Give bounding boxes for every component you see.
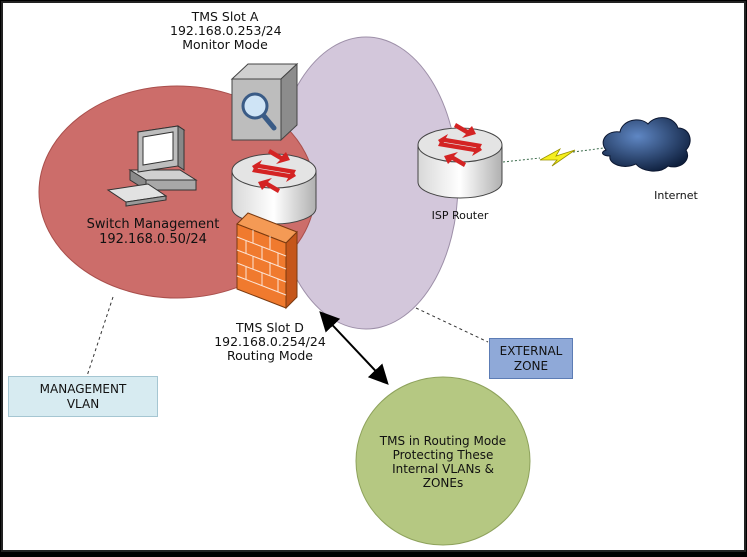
management-vlan-box: MANAGEMENT VLAN <box>8 376 158 417</box>
routing-mode-note: TMS in Routing Mode Protecting These Int… <box>370 434 516 490</box>
external-callout-line <box>415 307 489 343</box>
tms-slot-a-label: TMS Slot A 192.168.0.253/24 Monitor Mode <box>170 9 282 52</box>
routing-note-line1: TMS in Routing Mode <box>379 434 507 448</box>
routing-note-line4: ZONEs <box>422 476 464 490</box>
tms-slot-a-ip: 192.168.0.253/24 <box>170 23 282 38</box>
internet-label: Internet <box>654 189 698 202</box>
routing-note-line2: Protecting These <box>392 448 494 462</box>
tms-slot-d-mode: Routing Mode <box>227 348 313 363</box>
management-vlan-line2: VLAN <box>66 396 100 411</box>
external-zone-line1: EXTERNAL <box>499 343 563 358</box>
switch-management-label: Switch Management 192.168.0.50/24 <box>78 217 228 247</box>
internal-zone-ellipse <box>355 376 531 546</box>
wan-link-line-2 <box>572 147 605 153</box>
isp-router-label: ISP Router <box>431 209 489 222</box>
monitor-sensor-icon <box>230 62 299 142</box>
isp-router-icon <box>417 123 503 199</box>
management-vlan-line1: MANAGEMENT <box>39 381 127 396</box>
double-arrow <box>319 311 389 385</box>
external-zone-box: EXTERNAL ZONE <box>489 338 573 379</box>
tms-slot-a-name: TMS Slot A <box>191 9 259 24</box>
workstation-icon <box>106 125 198 207</box>
external-zone-line2: ZONE <box>513 358 549 373</box>
routing-note-line3: Internal VLANs & <box>392 462 494 476</box>
switch-management-name: Switch Management <box>86 217 220 232</box>
lightning-link-icon <box>539 147 576 167</box>
cloud-icon <box>602 117 691 172</box>
switch-management-ip: 192.168.0.50/24 <box>99 232 207 247</box>
tms-slot-d-name: TMS Slot D <box>236 320 304 335</box>
mgmt-callout-line <box>86 296 114 377</box>
tms-slot-d-label: TMS Slot D 192.168.0.254/24 Routing Mode <box>205 321 335 363</box>
tms-slot-d-ip: 192.168.0.254/24 <box>214 334 326 349</box>
firewall-icon <box>236 212 298 310</box>
tms-slot-a-mode: Monitor Mode <box>182 37 268 52</box>
router-icon <box>231 149 317 225</box>
